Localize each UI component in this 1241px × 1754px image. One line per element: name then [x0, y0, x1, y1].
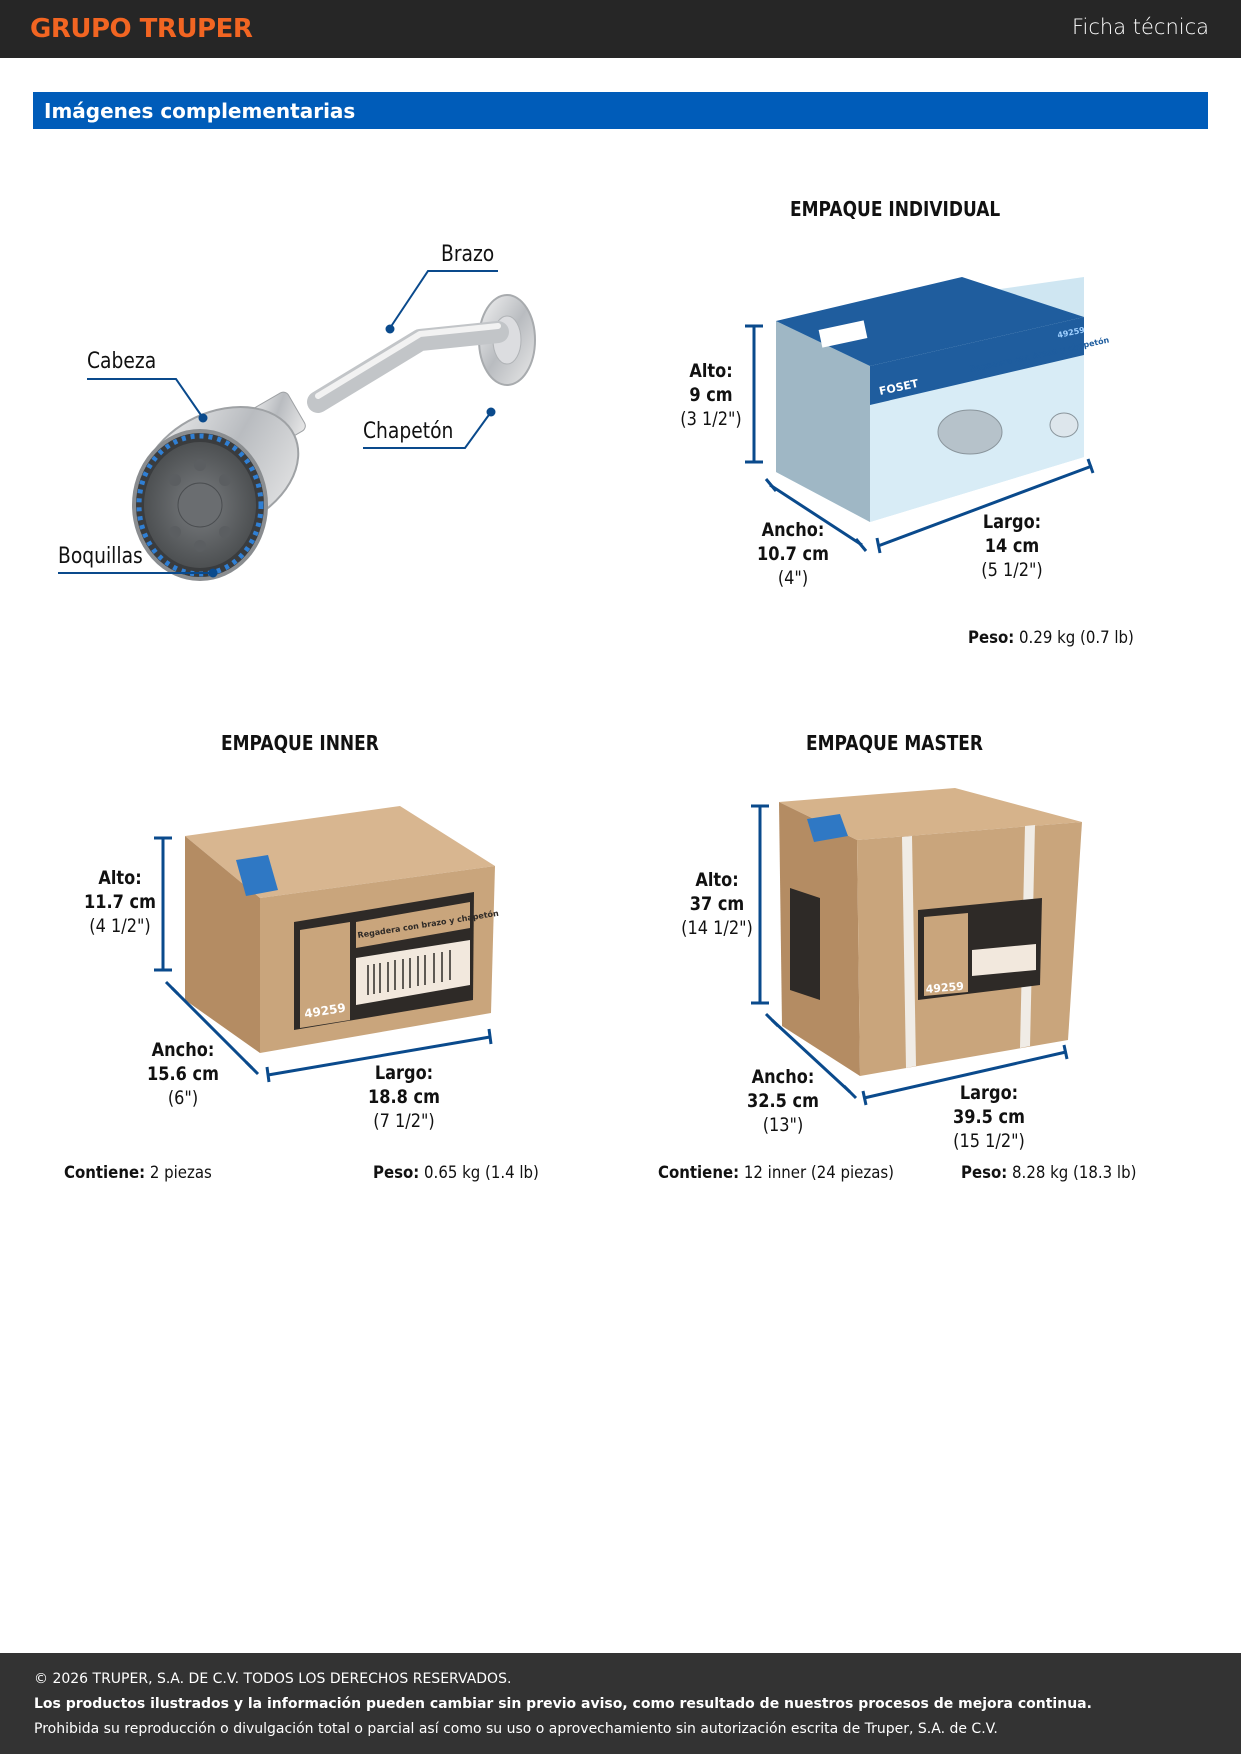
- part-label-arm: Brazo: [441, 242, 495, 267]
- inner-dimension-lines: [154, 836, 493, 1083]
- individual-height-label: Alto:9 cm(3 1/2"): [680, 360, 742, 430]
- inner-box-illustration: Regadera con brazo y chapetón 49259: [185, 806, 500, 1053]
- footer-copyright: © 2026 TRUPER, S.A. DE C.V. TODOS LOS DE…: [34, 1671, 512, 1687]
- individual-width-label: Ancho:10.7 cm(4"): [757, 519, 829, 589]
- master-length-label: Largo:39.5 cm(15 1/2"): [953, 1082, 1025, 1152]
- shower-head-illustration: [132, 294, 536, 581]
- header-title: Ficha técnica: [1071, 15, 1209, 39]
- individual-dimension-lines: [745, 324, 1095, 554]
- inner-contains: Contiene: 2 piezas: [64, 1163, 212, 1183]
- part-callouts: [58, 270, 498, 574]
- inner-height-label: Alto:11.7 cm(4 1/2"): [84, 867, 156, 937]
- inner-package-title: EMPAQUE INNER: [221, 731, 379, 755]
- part-label-flange: Chapetón: [363, 419, 454, 444]
- master-contains: Contiene: 12 inner (24 piezas): [658, 1163, 895, 1183]
- master-width-label: Ancho:32.5 cm(13"): [747, 1066, 819, 1136]
- footer-prohibition: Prohibida su reproducción o divulgación …: [34, 1721, 998, 1737]
- section-title-bar: Imágenes complementarias: [33, 92, 1208, 129]
- master-dimension-lines: [751, 804, 1069, 1106]
- inner-box-code: 49259: [303, 1001, 346, 1021]
- master-package-title: EMPAQUE MASTER: [806, 731, 983, 755]
- footer-notice: Los productos ilustrados y la informació…: [34, 1696, 1092, 1712]
- individual-length-label: Largo:14 cm(5 1/2"): [981, 511, 1043, 581]
- illustrations-canvas: FOSET Regadera con brazo y chapetón 4925…: [58, 270, 1110, 1106]
- master-box-illustration: 49259: [779, 788, 1082, 1076]
- arm-shape: [307, 321, 509, 413]
- individual-box-illustration: FOSET Regadera con brazo y chapetón 4925…: [776, 277, 1110, 522]
- individual-weight: Peso: 0.29 kg (0.7 lb): [968, 628, 1134, 648]
- part-label-head: Cabeza: [87, 349, 157, 374]
- inner-width-label: Ancho:15.6 cm(6"): [147, 1039, 219, 1109]
- individual-package-title: EMPAQUE INDIVIDUAL: [790, 197, 1001, 221]
- truper-logo: GRUPO TRUPER: [30, 14, 253, 44]
- part-label-nozzles: Boquillas: [58, 544, 143, 569]
- section-title: Imágenes complementarias: [44, 99, 356, 123]
- page-footer: © 2026 TRUPER, S.A. DE C.V. TODOS LOS DE…: [0, 1653, 1241, 1754]
- inner-weight: Peso: 0.65 kg (1.4 lb): [373, 1163, 539, 1183]
- master-height-label: Alto:37 cm(14 1/2"): [681, 869, 753, 939]
- inner-length-label: Largo:18.8 cm(7 1/2"): [368, 1062, 440, 1132]
- master-weight: Peso: 8.28 kg (18.3 lb): [961, 1163, 1137, 1183]
- page-header: GRUPO TRUPER Ficha técnica: [0, 0, 1241, 58]
- master-box-code: 49259: [925, 980, 964, 996]
